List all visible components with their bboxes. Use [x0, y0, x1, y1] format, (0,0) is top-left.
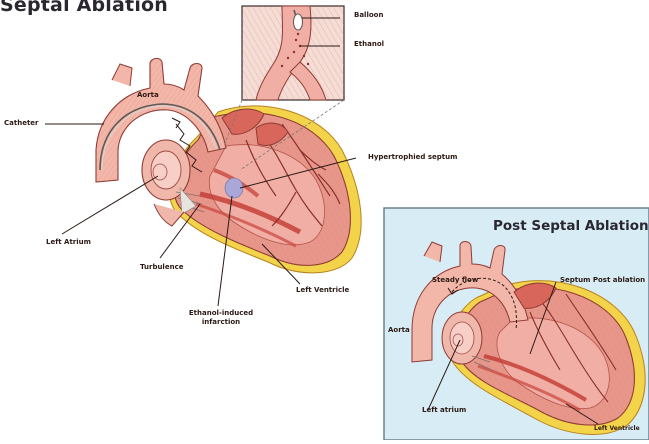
inset-label-left-atrium: Left atrium	[422, 406, 466, 415]
label-ethanol: Ethanol	[354, 40, 384, 49]
inset-label-left-ventricle: Left Ventricle	[594, 424, 640, 433]
label-catheter: Catheter	[4, 119, 38, 128]
balloon-shape	[294, 14, 303, 30]
label-ethanol-induced-infarction-line2: infarction	[176, 318, 266, 327]
zoom-box	[242, 6, 344, 100]
inset-title: Post Septal Ablation	[493, 218, 649, 234]
label-turbulence: Turbulence	[140, 263, 183, 272]
label-left-ventricle: Left Ventricle	[296, 286, 349, 295]
diagram-title: Septal Ablation	[0, 0, 168, 16]
label-aorta: Aorta	[137, 91, 159, 100]
inset-label-steady-flow: Steady flow	[432, 276, 478, 285]
inset-label-aorta: Aorta	[388, 326, 410, 335]
label-ethanol-induced-infarction-line1: Ethanol-induced	[176, 309, 266, 318]
label-hypertrophied-septum: Hypertrophied septum	[368, 153, 457, 162]
label-left-atrium: Left Atrium	[46, 238, 91, 247]
label-balloon: Balloon	[354, 11, 383, 20]
label-ethanol-induced-infarction: Ethanol-induced infarction	[176, 309, 266, 327]
inset-label-septum-post-ablation: Septum Post ablation	[560, 276, 645, 285]
